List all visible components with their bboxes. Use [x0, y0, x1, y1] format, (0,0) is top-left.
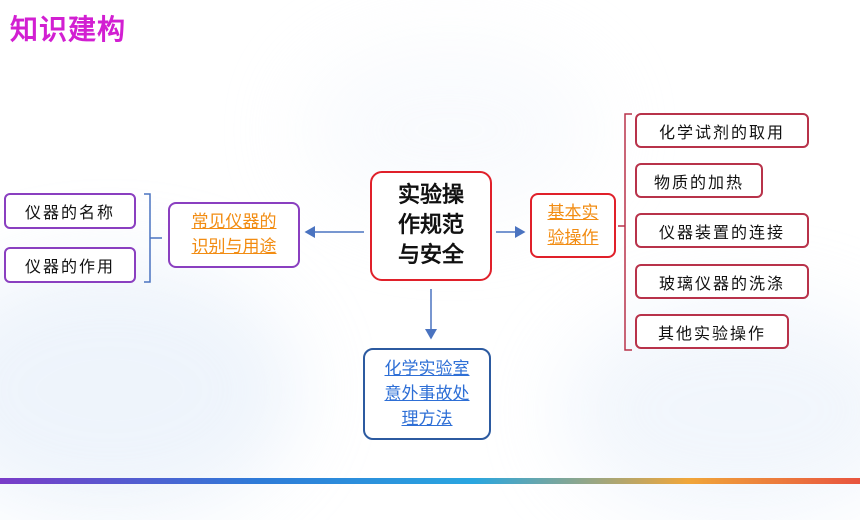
center-line: 与安全 [397, 243, 464, 268]
branch-line: 意外事故处 [384, 383, 470, 404]
right-bracket [618, 113, 632, 351]
page-title: 知识建构 [10, 13, 127, 46]
instrument-recognition-node[interactable]: 常见仪器的 识别与用途 [168, 202, 300, 268]
branch-line: 化学实验室 [384, 358, 470, 379]
branch-line: 常见仪器的 [191, 212, 277, 232]
branch-line: 识别与用途 [191, 237, 277, 257]
left-bracket [144, 193, 162, 283]
leaf-heating: 物质的加热 [635, 163, 763, 198]
basic-operations-node[interactable]: 基本实 验操作 [530, 193, 616, 258]
leaf-glassware-washing: 玻璃仪器的洗涤 [635, 264, 809, 299]
accident-handling-node[interactable]: 化学实验室 意外事故处 理方法 [363, 348, 491, 440]
leaf-reagent-handling: 化学试剂的取用 [635, 113, 809, 148]
branch-line: 验操作 [547, 227, 599, 248]
center-node: 实验操 作规范 与安全 [370, 171, 492, 281]
leaf-instrument-function: 仪器的作用 [4, 247, 136, 283]
leaf-apparatus-connection: 仪器装置的连接 [635, 213, 809, 248]
leaf-other-operations: 其他实验操作 [635, 314, 789, 349]
connector-lines [144, 113, 632, 351]
branch-line: 基本实 [547, 202, 599, 223]
center-line: 实验操 [397, 183, 464, 208]
leaf-instrument-name: 仪器的名称 [4, 193, 136, 229]
center-line: 作规范 [397, 213, 464, 238]
bottom-color-bar [0, 478, 860, 484]
branch-line: 理方法 [401, 408, 453, 429]
background-decoration [0, 260, 300, 520]
